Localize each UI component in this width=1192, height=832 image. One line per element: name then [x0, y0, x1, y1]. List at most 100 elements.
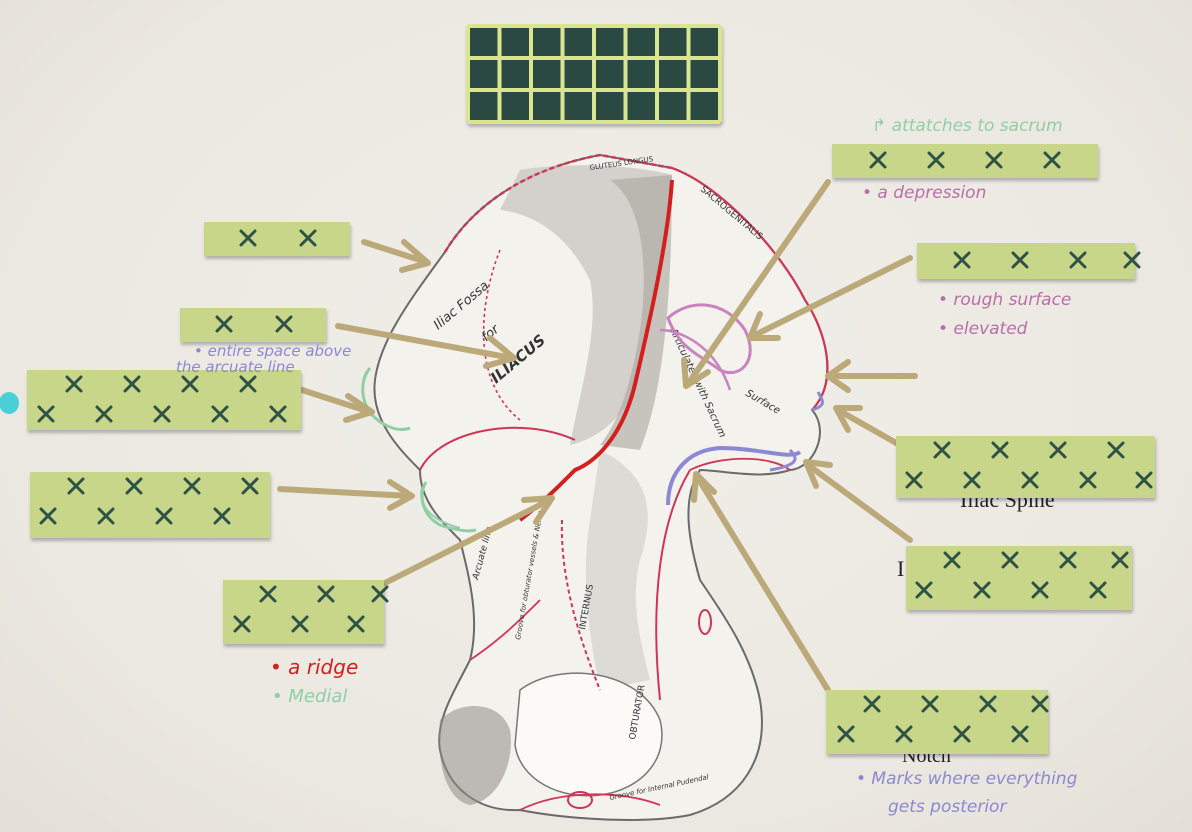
x-mark-icon [233, 615, 251, 633]
arrow-aiis [277, 479, 415, 511]
arrow-sciatic-notch [691, 471, 831, 693]
note-a-ridge: • a ridge [270, 655, 358, 679]
auricular-highlight-pink [666, 303, 752, 375]
card-iliac-tuberosity [832, 144, 1098, 178]
x-mark-icon [211, 405, 229, 423]
x-mark-icon [291, 615, 309, 633]
x-mark-icon [905, 471, 923, 489]
x-mark-icon [973, 581, 991, 599]
x-mark-icon [1123, 251, 1141, 269]
x-mark-icon [347, 615, 365, 633]
card-greater-sciatic-notch [826, 690, 1048, 754]
x-mark-icon [1111, 551, 1129, 569]
x-mark-icon [213, 507, 231, 525]
fossa-shadow [500, 165, 672, 445]
arrow-auricular [747, 255, 913, 341]
notch-highlight-purple [666, 445, 802, 506]
card-iliac-fossa [180, 308, 326, 342]
x-mark-icon [275, 315, 293, 333]
peek-glyph: I [897, 556, 904, 581]
x-mark-icon [95, 405, 113, 423]
x-mark-icon [927, 151, 945, 169]
x-mark-icon [1043, 151, 1061, 169]
arrow-arcuate-line [382, 495, 555, 586]
x-mark-icon [183, 477, 201, 495]
obturator-shadow [514, 672, 663, 797]
x-mark-icon [953, 725, 971, 743]
x-mark-icon [991, 441, 1009, 459]
x-mark-icon [123, 375, 141, 393]
handwritten-notes: ↱ attatches to sacrum • a depression • r… [176, 116, 1078, 817]
x-mark-icon [1031, 695, 1049, 713]
lower-shadow [585, 450, 650, 690]
x-mark-icon [97, 507, 115, 525]
hip-bone: Iliac Fossa for ILIACUS SACROGENITALIS A… [373, 153, 829, 821]
x-mark-icon [239, 375, 257, 393]
x-mark-icon [1089, 581, 1107, 599]
x-mark-icon [1107, 441, 1125, 459]
spine-highlight-purple-1 [811, 391, 824, 412]
note-elevated: • elevated [938, 319, 1028, 339]
card-psis [906, 546, 1132, 610]
note-entire-space: • entire space above [194, 342, 351, 360]
x-mark-icon [215, 315, 233, 333]
arrow-iliac-crest [361, 239, 431, 273]
x-mark-icon [979, 695, 997, 713]
arrow-asis [299, 387, 375, 423]
x-mark-icon [1069, 251, 1087, 269]
x-mark-icon [1079, 471, 1097, 489]
note-attaches-sacrum: ↱ attatches to sacrum [872, 116, 1063, 136]
x-mark-icon [259, 585, 277, 603]
x-mark-icon [933, 441, 951, 459]
label-cards [27, 144, 1155, 754]
x-mark-icon [181, 375, 199, 393]
arrow-iliac-fossa [335, 323, 517, 369]
x-mark-icon [1049, 441, 1067, 459]
x-mark-icon [241, 477, 259, 495]
arrows [277, 179, 918, 693]
crest-outline [443, 153, 673, 253]
x-mark-icon [153, 405, 171, 423]
x-mark-icon [1001, 551, 1019, 569]
x-mark-icon [155, 507, 173, 525]
note-rough-surface: • rough surface [938, 290, 1071, 310]
note-gets-posterior: gets posterior [888, 797, 1007, 817]
x-mark-icon [1059, 551, 1077, 569]
card-aiis [30, 472, 270, 538]
card-asis [27, 370, 301, 430]
x-mark-icon [317, 585, 335, 603]
arrow-iliac-tuberosity [681, 179, 831, 389]
x-mark-icon [915, 581, 933, 599]
card-arcuate-line [223, 580, 384, 644]
x-mark-icon [39, 507, 57, 525]
arcuate-line-red [518, 179, 674, 522]
arrow-psis [825, 359, 918, 393]
x-mark-icon [863, 695, 881, 713]
note-marks-everything: • Marks where everything [856, 769, 1078, 789]
x-mark-icon [1031, 581, 1049, 599]
x-mark-icon [921, 695, 939, 713]
x-mark-icon [371, 585, 389, 603]
x-mark-icon [1011, 725, 1029, 743]
arrow-pis [833, 405, 901, 447]
arrow-greater-sciatic [803, 459, 913, 543]
title-grid-banner [466, 24, 722, 124]
card-auricular-surface [917, 243, 1135, 279]
note-depression: • a depression [862, 183, 986, 203]
x-mark-icon [953, 251, 971, 269]
x-mark-icon [65, 375, 83, 393]
x-mark-icon [985, 151, 1003, 169]
x-mark-icon [869, 151, 887, 169]
x-mark-icon [943, 551, 961, 569]
x-mark-icon [1135, 471, 1153, 489]
x-mark-icon [1011, 251, 1029, 269]
x-mark-icon [1021, 471, 1039, 489]
x-mark-icon [67, 477, 85, 495]
x-mark-icon [963, 471, 981, 489]
card-pis [896, 436, 1155, 498]
x-mark-icon [837, 725, 855, 743]
x-mark-icon [37, 405, 55, 423]
x-mark-icon [269, 405, 287, 423]
